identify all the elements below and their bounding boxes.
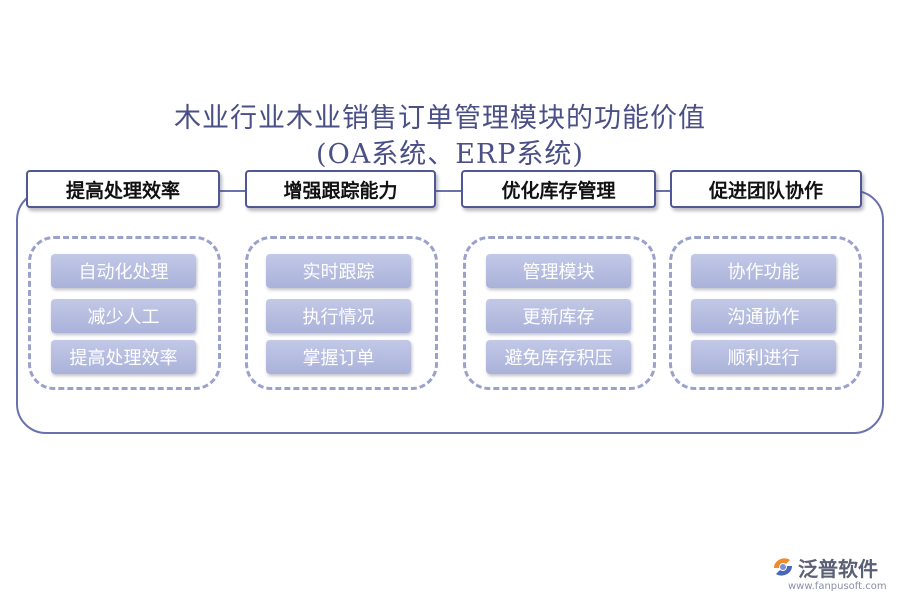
column-group-4: [669, 236, 862, 390]
column-1-item-2: 减少人工: [51, 299, 196, 333]
column-3-item-2: 更新库存: [486, 299, 631, 333]
column-header-1: 提高处理效率: [26, 170, 220, 208]
logo-name: 泛普软件: [798, 557, 878, 581]
column-2-item-3: 掌握订单: [266, 340, 411, 374]
column-3-item-3: 避免库存积压: [486, 340, 631, 374]
column-2-item-2: 执行情况: [266, 299, 411, 333]
fanpu-logo-icon: [774, 558, 792, 576]
column-4-item-2: 沟通协作: [691, 299, 836, 333]
column-1-item-1: 自动化处理: [51, 254, 196, 288]
column-header-4: 促进团队协作: [670, 170, 862, 208]
column-group-1: [28, 236, 221, 390]
column-1-item-3: 提高处理效率: [51, 340, 196, 374]
diagram-subtitle: (OA系统、ERP系统): [316, 139, 584, 170]
column-4-item-3: 顺利进行: [691, 340, 836, 374]
diagram-title: 木业行业木业销售订单管理模块的功能价值: [174, 103, 706, 134]
column-group-3: [463, 236, 656, 390]
column-header-2: 增强跟踪能力: [245, 170, 436, 208]
column-2-item-1: 实时跟踪: [266, 254, 411, 288]
column-group-2: [245, 236, 438, 390]
brand-logo: 泛普软件 www.fanpusoft.com: [770, 552, 890, 596]
column-4-item-1: 协作功能: [691, 254, 836, 288]
column-header-3: 优化库存管理: [461, 170, 656, 208]
logo-url: www.fanpusoft.com: [788, 581, 887, 592]
column-3-item-1: 管理模块: [486, 254, 631, 288]
